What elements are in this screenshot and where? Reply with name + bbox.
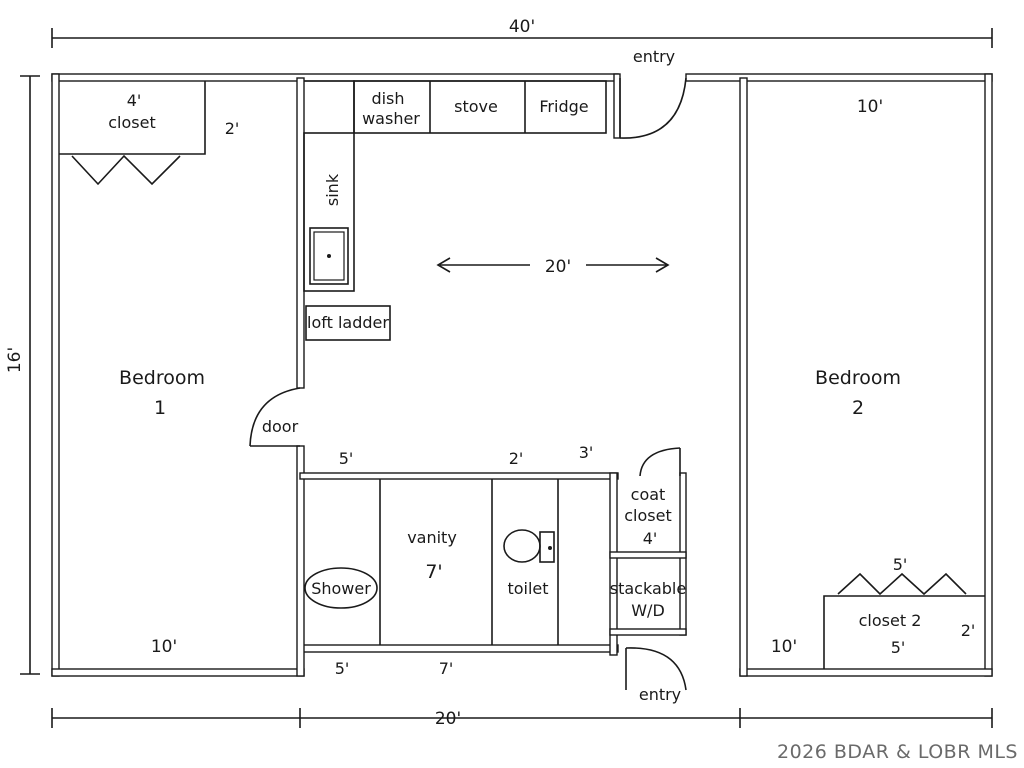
dishwasher-label-line2: washer <box>362 109 420 128</box>
bedroom1-label-line1: Bedroom <box>119 367 205 389</box>
stackable-label-line2: W/D <box>631 601 665 620</box>
bottom-overall-dim: 20' <box>435 709 461 729</box>
coat-closet-door-swing <box>639 447 681 477</box>
laundry-bottom <box>609 628 687 636</box>
closet-1 <box>59 81 206 186</box>
bath-top-wall <box>299 472 619 480</box>
doors <box>249 77 687 691</box>
entry-top-jamb <box>613 73 621 139</box>
closet-1-outline <box>59 81 206 155</box>
bottom-wall-bedroom1 <box>51 668 305 677</box>
bottom-wall-bedroom2 <box>739 668 993 677</box>
bath-bottom-vanity-dim: 7' <box>439 659 454 678</box>
bath-bottom-shower-dim: 5' <box>335 659 350 678</box>
toilet-label: toilet <box>507 579 548 598</box>
sink-drain-icon <box>327 254 331 258</box>
shower-label: Shower <box>311 579 371 598</box>
counter-side-run <box>303 132 355 292</box>
closet2-depth-dim: 2' <box>961 621 976 640</box>
bedroom1-label-line2: 1 <box>154 397 166 419</box>
coat-closet-label-line1: coat <box>631 485 666 504</box>
fridge-label: Fridge <box>539 97 588 116</box>
coat-closet-label-line2: closet <box>624 506 671 525</box>
sink-basin <box>309 227 349 285</box>
kitchen-width-dim: 20' <box>545 257 571 277</box>
coat-closet-width-dim: 4' <box>643 529 658 548</box>
bath-top-toilet-dim: 2' <box>509 449 524 468</box>
bath-top-shower-dim: 5' <box>339 449 354 468</box>
right-wall <box>984 73 993 677</box>
closet1-label: closet <box>108 113 155 132</box>
closet1-depth-dim: 2' <box>225 119 240 138</box>
closet-1-bifold-door <box>71 154 181 186</box>
stackable-label-line1: stackable <box>610 579 686 598</box>
toilet-bowl-icon <box>503 529 541 563</box>
bedroom2-label-line2: 2 <box>852 397 864 419</box>
bath-top-third-dim: 3' <box>579 443 594 462</box>
sink-basin-inner <box>313 231 345 281</box>
left-overall-dim: 16' <box>5 347 25 373</box>
entry-bottom-door-swing <box>625 647 687 691</box>
closet2-width-top-dim: 5' <box>893 555 908 574</box>
laundry-left-wall <box>609 472 618 656</box>
kitchen <box>303 80 607 341</box>
closet-2-bifold-door <box>837 572 967 596</box>
left-wall <box>51 73 60 677</box>
shower-icon <box>304 567 378 609</box>
entry-bottom-label: entry <box>639 685 681 704</box>
vanity-label: vanity <box>407 528 457 547</box>
dishwasher-label-line1: dish <box>371 89 404 108</box>
entry-top-label: entry <box>633 47 675 66</box>
mls-watermark: 2026 BDAR & LOBR MLS <box>777 741 1018 763</box>
vanity-width-dim: 7' <box>425 561 442 583</box>
loft-ladder-label: loft ladder <box>307 313 389 332</box>
bedroom2-bottom-dim: 10' <box>771 637 797 657</box>
loft-ladder-box <box>305 305 391 341</box>
bottom-wall-bath <box>299 644 619 653</box>
dimension-lines <box>20 28 993 728</box>
bedroom1-bottom-dim: 10' <box>151 637 177 657</box>
entry-top-door-swing <box>619 77 687 139</box>
partition-bedroom2 <box>739 77 748 677</box>
partition-bedroom1-upper <box>296 77 305 389</box>
closet2-label: closet 2 <box>859 611 922 630</box>
bedroom2-label-line1: Bedroom <box>815 367 901 389</box>
top-overall-dim: 40' <box>509 17 535 37</box>
bathroom <box>304 479 559 645</box>
laundry-divider <box>609 551 687 559</box>
sink-label: sink <box>323 173 342 206</box>
bedroom1-door-label: door <box>262 417 299 436</box>
bedroom1-door-swing <box>249 387 301 447</box>
partition-bedroom1-lower <box>296 445 305 677</box>
closet1-width-dim: 4' <box>127 91 142 110</box>
top-wall-left <box>51 73 619 82</box>
kitchen-width-arrow <box>436 257 670 273</box>
closet2-width-bottom-dim: 5' <box>891 638 906 657</box>
bedroom2-top-dim: 10' <box>857 97 883 117</box>
closet-2-outline <box>823 595 985 669</box>
toilet-tank-icon <box>539 531 555 563</box>
top-wall-right <box>685 73 993 82</box>
closet-2 <box>823 572 985 669</box>
stove-label: stove <box>454 97 498 116</box>
